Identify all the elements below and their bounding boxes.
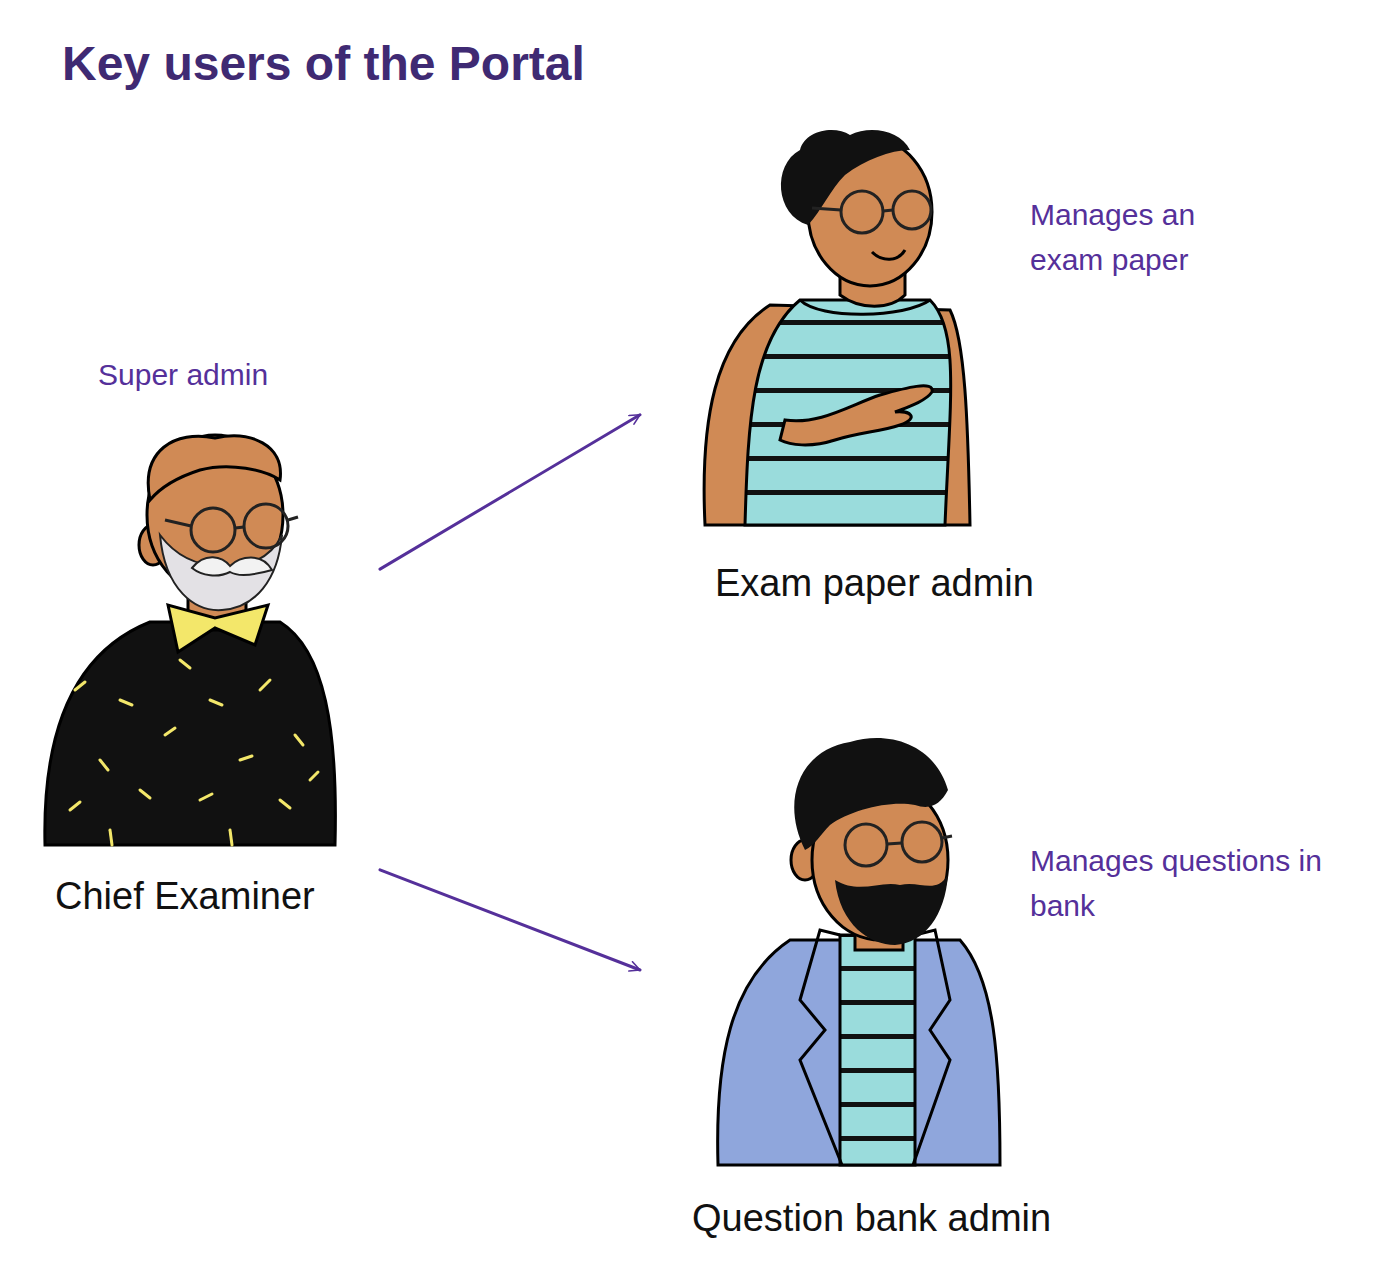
figure-shape bbox=[280, 800, 290, 808]
figure-shape bbox=[840, 935, 915, 1165]
role-description: Manages questions in bank bbox=[1030, 838, 1330, 928]
exam-paper-admin-figure bbox=[704, 130, 970, 525]
figure-shape bbox=[110, 830, 112, 845]
figure-shape bbox=[168, 605, 268, 652]
role-label: Super admin bbox=[98, 352, 268, 397]
figure-shape bbox=[191, 508, 235, 552]
figure-shape bbox=[883, 210, 893, 211]
user-name: Chief Examiner bbox=[55, 868, 315, 925]
figure-shape bbox=[902, 822, 942, 862]
arrow-connector bbox=[380, 415, 640, 569]
figure-shape bbox=[244, 504, 288, 548]
figure-shape bbox=[781, 130, 910, 225]
figure-shape bbox=[165, 728, 175, 735]
figure-shape bbox=[148, 436, 280, 500]
figure-shape bbox=[872, 250, 905, 259]
figure-shape bbox=[230, 830, 232, 845]
figure-shape bbox=[310, 772, 318, 780]
figure-shape bbox=[235, 527, 244, 528]
figure-shape bbox=[210, 700, 222, 705]
figure-shape bbox=[295, 735, 303, 745]
figure-shape bbox=[120, 700, 132, 705]
figure-shape bbox=[75, 682, 85, 690]
figure-shape bbox=[835, 875, 948, 945]
figure-shape bbox=[893, 191, 931, 229]
user-node: Exam paper admin Manages an exam paper bbox=[640, 120, 1360, 618]
figure-shape bbox=[100, 760, 108, 770]
figure-shape bbox=[288, 517, 298, 520]
figure-shape bbox=[800, 930, 842, 1165]
figure-shape bbox=[70, 802, 80, 810]
role-description: Manages an exam paper bbox=[1030, 192, 1260, 282]
figure-shape bbox=[794, 738, 948, 850]
user-name: Exam paper admin bbox=[715, 555, 1034, 612]
figure-shape bbox=[165, 520, 191, 526]
figure-shape bbox=[140, 790, 150, 798]
arrow-connector bbox=[380, 870, 640, 970]
figure-shape bbox=[240, 756, 252, 760]
figure-shape bbox=[70, 660, 318, 845]
figure-shape bbox=[841, 191, 883, 233]
figure-shape bbox=[845, 824, 887, 866]
figure-shape bbox=[200, 794, 212, 800]
chief-examiner-figure bbox=[45, 435, 336, 845]
user-node: Super adminChief Examiner bbox=[40, 350, 380, 931]
user-node: Question bank admin Manages questions in … bbox=[640, 730, 1360, 1260]
diagram-title: Key users of the Portal bbox=[62, 36, 585, 91]
figure-shape bbox=[160, 535, 282, 610]
figure-shape bbox=[780, 386, 932, 445]
figure-shape bbox=[812, 208, 841, 210]
figure-shape bbox=[800, 300, 930, 314]
figure-shape bbox=[192, 557, 272, 575]
figure-shape bbox=[887, 843, 902, 844]
figure-shape bbox=[913, 930, 950, 1165]
figure-shape bbox=[180, 660, 190, 668]
question-bank-admin-figure bbox=[718, 738, 1000, 1165]
figure-shape bbox=[745, 300, 951, 525]
user-name: Question bank admin bbox=[692, 1190, 1051, 1247]
figure-shape bbox=[260, 680, 270, 690]
figure-shape bbox=[45, 622, 336, 845]
figure-shape bbox=[942, 836, 952, 838]
